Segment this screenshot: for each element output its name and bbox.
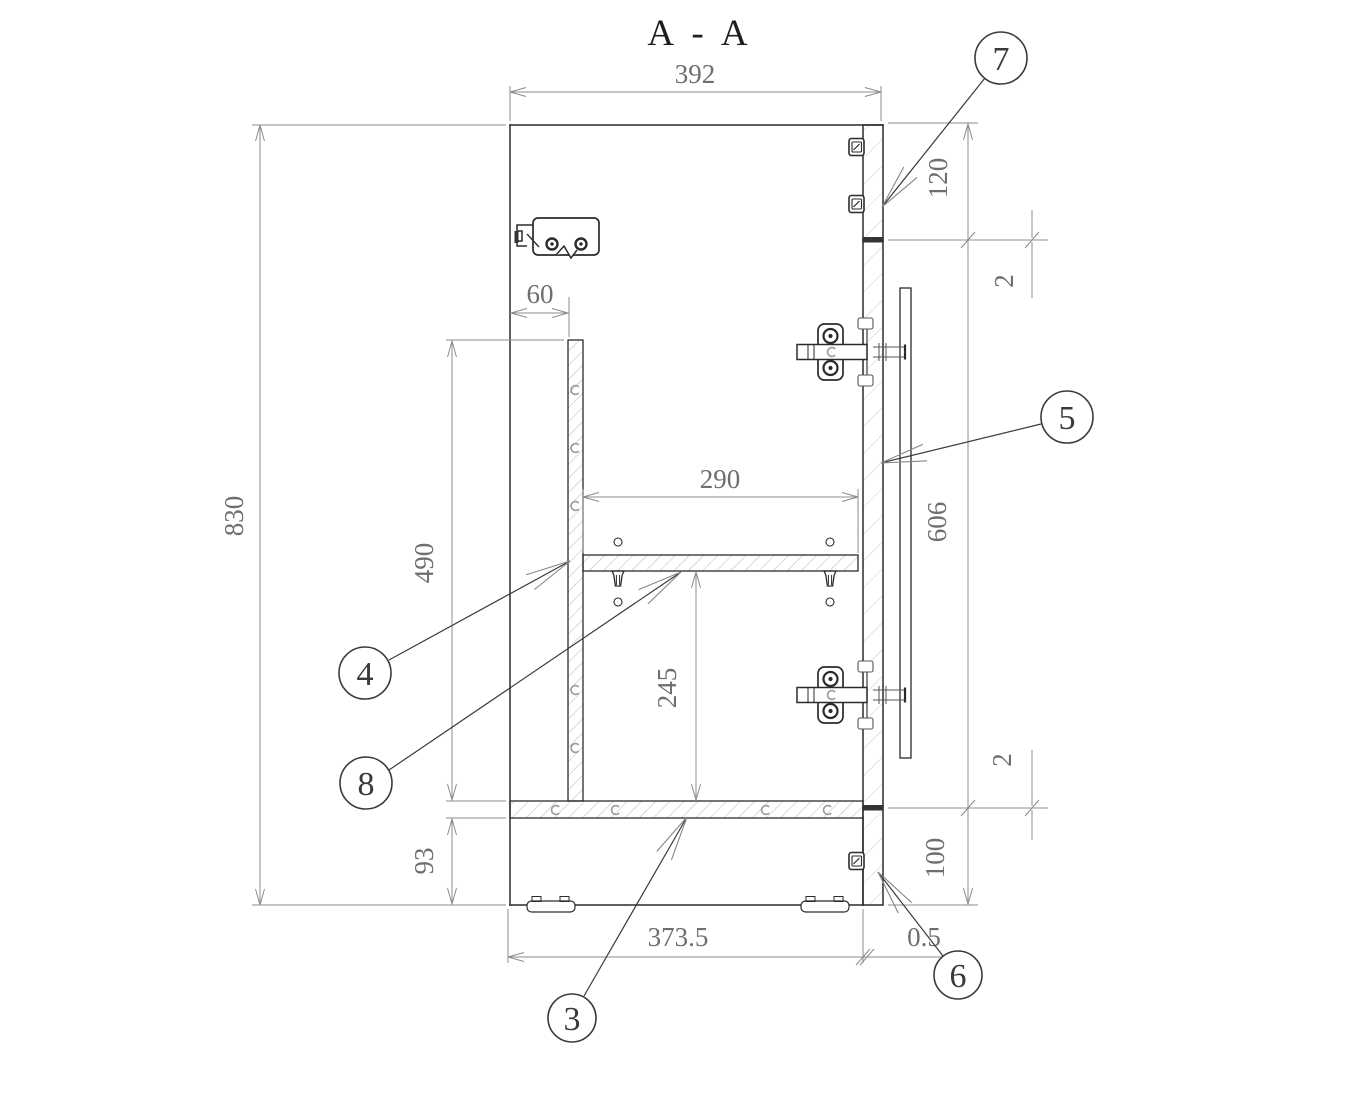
balloon-3-label: 3 [564,1001,581,1038]
dim-bottom-width-label: 373.5 [648,922,709,952]
balloon-8: 8 [339,563,687,810]
shelf-panel [582,537,859,607]
shelf-pin-hole [825,597,835,607]
dim-top-width-label: 392 [675,59,716,89]
balloon-4: 4 [338,552,575,700]
dim-front-top-panel-label: 120 [923,158,953,199]
balloon-6-label: 6 [950,958,967,995]
screw-icon [848,851,865,871]
dim-base-height-label: 93 [409,848,439,875]
bottom-panel [509,800,864,819]
dim-shelf-to-base-label: 245 [652,668,682,709]
balloon-4-label: 4 [357,656,374,693]
door-screws [848,137,865,871]
hinge-top [797,318,905,386]
screw-icon [848,137,865,157]
shelf-pin [823,570,837,587]
adjustable-foot [526,895,576,913]
balloon-3: 3 [547,811,695,1043]
shelf-pin-hole [825,537,835,547]
balloon-6: 6 [870,866,983,1000]
dim-partition-inset-label: 60 [527,279,554,309]
dim-front-gap-bottom-label: 2 [987,753,1017,767]
balloon-7: 7 [875,31,1028,214]
balloon-5-label: 5 [1059,400,1076,437]
view-title: A - A [647,13,752,54]
door-front-panel [862,124,884,906]
dim-front-gap-top-label: 2 [989,274,1019,288]
front-rail-strip [899,287,912,759]
front-gap-bottom [862,805,884,811]
balloon-8-label: 8 [358,766,375,803]
wall-bracket [514,217,600,260]
adjustable-foot [800,895,850,913]
dim-front-bottom-panel-label: 100 [920,838,950,879]
dimensions: 392 830 60 490 93 290 [219,59,1048,966]
partition-panel [567,339,584,802]
balloon-5: 5 [878,390,1094,473]
balloon-7-label: 7 [993,41,1010,78]
dim-bottom-offset-label: 0.5 [907,922,941,952]
hinge-bottom [797,661,905,729]
shelf-pin [611,570,625,587]
shelf-pin-hole [613,597,623,607]
shelf-pin-hole [613,537,623,547]
dim-partition-height-label: 490 [409,543,439,584]
front-gap-top [862,237,884,243]
dim-shelf-span-label: 290 [700,464,741,494]
dim-overall-height-label: 830 [219,496,249,537]
screw-icon [848,194,865,214]
dim-front-door-label: 606 [922,502,952,543]
